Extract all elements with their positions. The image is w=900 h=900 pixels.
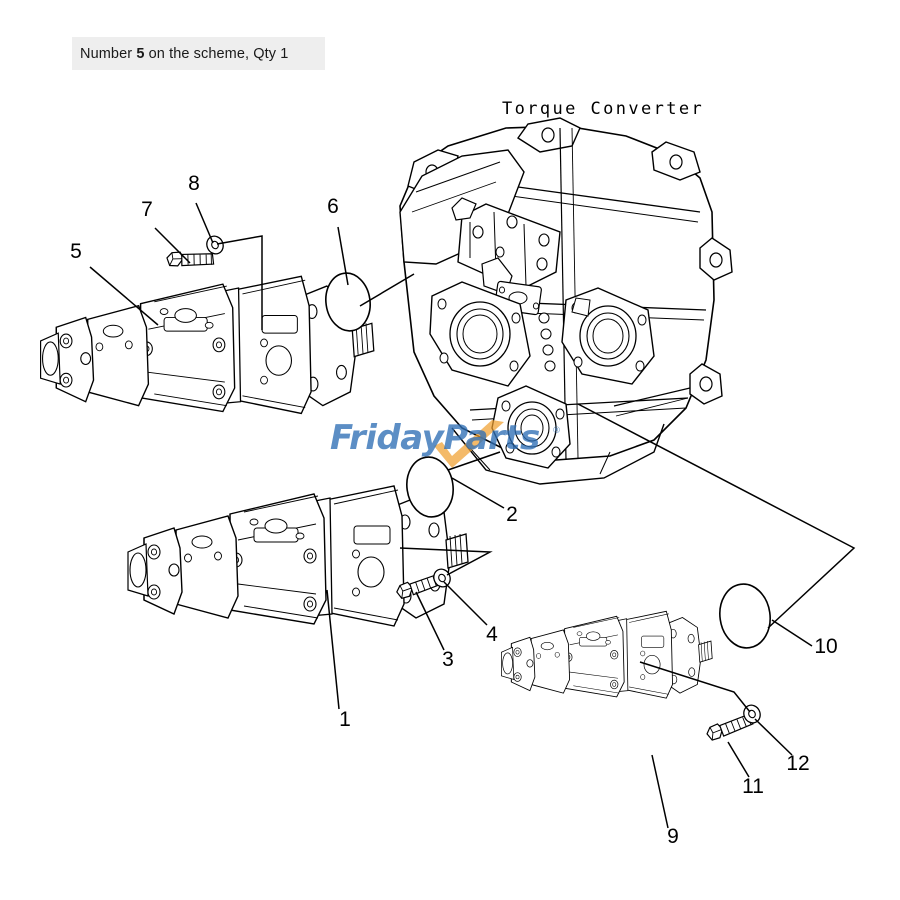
- leader-3: [415, 591, 445, 651]
- leader-10-long: [577, 403, 856, 629]
- leader-9: [651, 754, 669, 829]
- leader-10: [771, 619, 813, 647]
- leader-12: [754, 718, 793, 756]
- leader-11: [727, 741, 750, 778]
- leader-8-bracket: [216, 235, 263, 330]
- leader-lines: [89, 202, 856, 829]
- leader-4-bracket: [399, 547, 493, 576]
- upper-left-gear-pump: [39, 275, 375, 415]
- lower-right-gear-pump: [500, 610, 713, 699]
- callout-8: 8: [188, 172, 200, 195]
- leader-7: [154, 227, 191, 264]
- leader-6: [337, 226, 349, 286]
- callout-4: 4: [486, 623, 498, 646]
- callout-numbers: 1 2 3 4 5 6 7 8 9 10 11 12: [70, 172, 838, 848]
- banner-prefix: Number: [80, 45, 137, 62]
- leader-5: [89, 266, 159, 326]
- callout-11: 11: [742, 775, 764, 798]
- scheme-number-banner: Number 5 on the scheme, Qty 1: [72, 37, 325, 70]
- callout-1: 1: [339, 708, 351, 731]
- leader-8: [195, 202, 214, 244]
- leader-12-bracket: [639, 661, 751, 713]
- callout-10: 10: [814, 635, 837, 658]
- leader-4: [443, 581, 488, 626]
- torque-converter-title: Torque Converter: [502, 99, 704, 119]
- o-ring-lower-right-pump: [719, 583, 771, 649]
- leader-6-tie: [359, 273, 415, 307]
- leader-2: [451, 477, 505, 509]
- o-ring-upper-pump: [325, 272, 371, 332]
- torque-converter-housing: [399, 117, 733, 485]
- bolt-upper-pump: [165, 245, 216, 274]
- callout-3: 3: [442, 648, 454, 671]
- o-ring-center-pump: [406, 456, 454, 518]
- callout-12: 12: [786, 752, 809, 775]
- callout-7: 7: [141, 198, 153, 221]
- callout-9: 9: [667, 825, 679, 848]
- banner-suffix: on the scheme, Qty 1: [144, 45, 289, 62]
- banner-number: 5: [136, 45, 145, 62]
- washer-upper-pump: [203, 232, 227, 258]
- callout-2: 2: [506, 503, 518, 526]
- leader-1: [326, 589, 340, 710]
- callout-5: 5: [70, 240, 82, 263]
- scheme-number-label: Number 5 on the scheme, Qty 1: [80, 46, 288, 62]
- callout-6: 6: [327, 195, 339, 218]
